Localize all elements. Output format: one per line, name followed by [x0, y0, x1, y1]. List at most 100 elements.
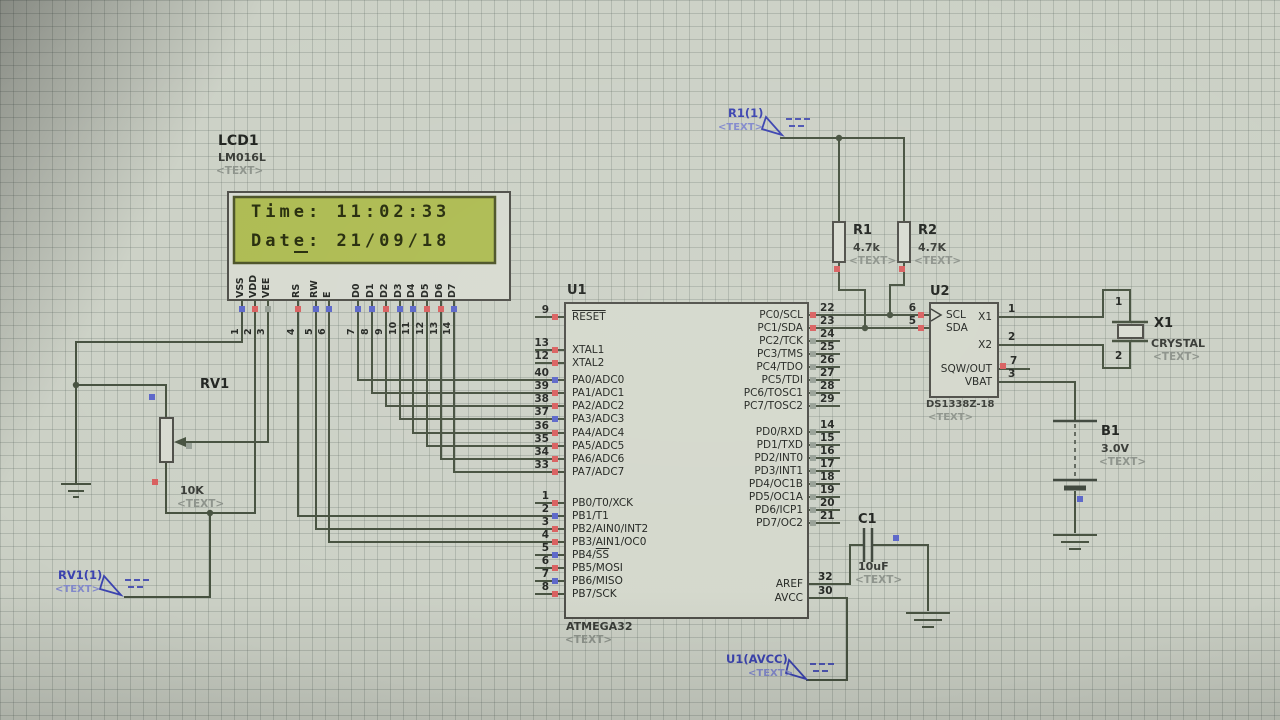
u2-text-placeholder[interactable]: <TEXT> [928, 412, 973, 423]
r1-text-placeholder[interactable]: <TEXT> [849, 255, 897, 267]
u1-pb4-ss: SS [595, 549, 610, 561]
x1-ref-label[interactable]: X1 [1154, 316, 1174, 331]
u1-pin-name: PC2/TCK [759, 335, 803, 347]
u2-pin-name: SDA [946, 322, 968, 334]
r2-text-placeholder[interactable]: <TEXT> [914, 255, 962, 267]
c1-text-placeholder[interactable]: <TEXT> [855, 574, 903, 586]
resistor-r1-body[interactable] [832, 221, 846, 272]
lcd-pin-number: 3 [256, 328, 267, 335]
u1-pin-number: 24 [820, 328, 835, 340]
power-flag-r1-text[interactable]: <TEXT> [718, 122, 763, 133]
capacitor-c1-body[interactable] [862, 528, 899, 562]
wire-avcc[interactable] [806, 597, 848, 681]
u2-pin-name: X1 [978, 311, 992, 323]
u2-ref-label[interactable]: U2 [930, 284, 950, 299]
power-flag-glyphs[interactable] [98, 115, 836, 681]
u1-ref-label[interactable]: U1 [567, 283, 587, 298]
wire-x1[interactable] [998, 289, 1131, 322]
wire-d1[interactable] [371, 300, 535, 394]
u2-pin-name: VBAT [964, 376, 992, 388]
u1-text-placeholder[interactable]: <TEXT> [565, 634, 613, 646]
wire-d7[interactable] [453, 300, 535, 473]
c1-value-label[interactable]: 10uF [858, 560, 889, 573]
u1-pin-name: PB7/SCK [572, 588, 617, 600]
u1-pin-name: PC7/TOSC2 [743, 400, 803, 412]
u1-mcu-body[interactable] [564, 302, 809, 619]
lcd-pin-name: VDD [248, 274, 259, 298]
b1-ref-label[interactable]: B1 [1101, 424, 1120, 439]
u1-pin-name: PC5/TDI [761, 374, 803, 386]
crystal-x1-body[interactable] [1112, 320, 1148, 343]
power-flag-rv1-text[interactable]: <TEXT> [55, 584, 100, 595]
lcd-ref-label[interactable]: LCD1 [218, 133, 259, 149]
r2-value-label[interactable]: 4.7K [918, 241, 947, 254]
r1-value-label[interactable]: 4.7k [853, 241, 880, 254]
r2-ref-label[interactable]: R2 [918, 223, 938, 238]
power-flag-rv1[interactable]: RV1(1) [58, 568, 103, 582]
power-flag-avcc[interactable]: U1(AVCC) [726, 652, 788, 666]
wire-rw[interactable] [315, 300, 540, 530]
battery-b1-body[interactable] [1053, 419, 1097, 502]
u1-pin-number: 14 [820, 419, 835, 431]
r1-ref-label[interactable]: R1 [853, 223, 873, 238]
wire-pot-top[interactable] [76, 384, 167, 418]
wire-aref-c1[interactable] [808, 544, 864, 585]
lcd-pin-number: 11 [401, 321, 412, 335]
u1-pin-number: 2 [541, 503, 549, 515]
c1-ref-label[interactable]: C1 [858, 512, 877, 527]
crystal-pin-number: 1 [1115, 296, 1123, 308]
u1-part-label[interactable]: ATMEGA32 [566, 620, 633, 633]
lcd-pin-name: VEE [261, 277, 272, 298]
x1-text-placeholder[interactable]: <TEXT> [1153, 351, 1201, 363]
u1-pin-name: PD6/ICP1 [754, 504, 803, 516]
u1-pin-number: 20 [820, 497, 835, 509]
b1-text-placeholder[interactable]: <TEXT> [1099, 456, 1147, 468]
x1-part-label[interactable]: CRYSTAL [1151, 337, 1206, 350]
wire-c1-gnd[interactable] [872, 544, 929, 611]
wire-vee-wiper[interactable] [186, 300, 269, 443]
rv1-value-label[interactable]: 10K [180, 484, 204, 497]
lcd-part-label[interactable]: LM016L [218, 151, 266, 164]
wire-rs[interactable] [297, 300, 540, 517]
u1-pin-number: 32 [818, 571, 833, 583]
rv1-pot-body[interactable] [149, 394, 192, 485]
u1-pin-number: 15 [820, 432, 835, 444]
u1-pb4-prefix: PB4/ [572, 549, 596, 561]
wire-d3[interactable] [399, 300, 535, 420]
rv1-ref-label[interactable]: RV1 [200, 377, 230, 392]
ground-symbol [61, 483, 1097, 628]
u1-pin-name: AVCC [774, 592, 803, 604]
wire-vdd-flag[interactable] [124, 513, 211, 598]
wire-d2[interactable] [385, 300, 535, 407]
lcd-pin-name: D4 [406, 283, 417, 299]
wire-x2[interactable] [998, 341, 1131, 369]
b1-value-label[interactable]: 3.0V [1101, 442, 1129, 455]
wire-vss-gnd[interactable] [75, 300, 243, 484]
u1-pin-number: 39 [534, 380, 549, 392]
u1-pin-name: PB3/AIN1/OC0 [572, 536, 647, 548]
rv1-text-placeholder[interactable]: <TEXT> [177, 498, 225, 510]
u1-pin-name: PD1/TXD [756, 439, 803, 451]
wire-vbat[interactable] [998, 381, 1076, 421]
resistor-r2-body[interactable] [897, 221, 911, 272]
power-flag-avcc-text[interactable]: <TEXT> [748, 668, 793, 679]
u2-part-label[interactable]: DS1338Z-18 [926, 399, 995, 410]
wire-d0[interactable] [357, 300, 535, 381]
lcd-text-placeholder[interactable]: <TEXT> [216, 165, 264, 177]
lcd-pin-name: D7 [447, 283, 458, 299]
u1-pin-number: 1 [541, 490, 549, 502]
power-flag-r1[interactable]: R1(1) [728, 106, 764, 120]
wire-r1-bottom[interactable] [838, 262, 866, 328]
wire-e[interactable] [328, 300, 540, 543]
wire-pullup-rail[interactable] [780, 137, 905, 222]
wire-d6[interactable] [440, 300, 535, 460]
u2-rtc-body[interactable] [905, 302, 1006, 398]
u1-pin-number: 18 [820, 471, 835, 483]
lcd-pin-name: D1 [365, 283, 376, 299]
lcd-component-body[interactable] [227, 191, 511, 312]
wire-r2-bottom[interactable] [889, 262, 905, 315]
u1-pin-name: RESET [572, 311, 606, 323]
wire-d4[interactable] [412, 300, 535, 434]
wire-d5[interactable] [426, 300, 535, 447]
